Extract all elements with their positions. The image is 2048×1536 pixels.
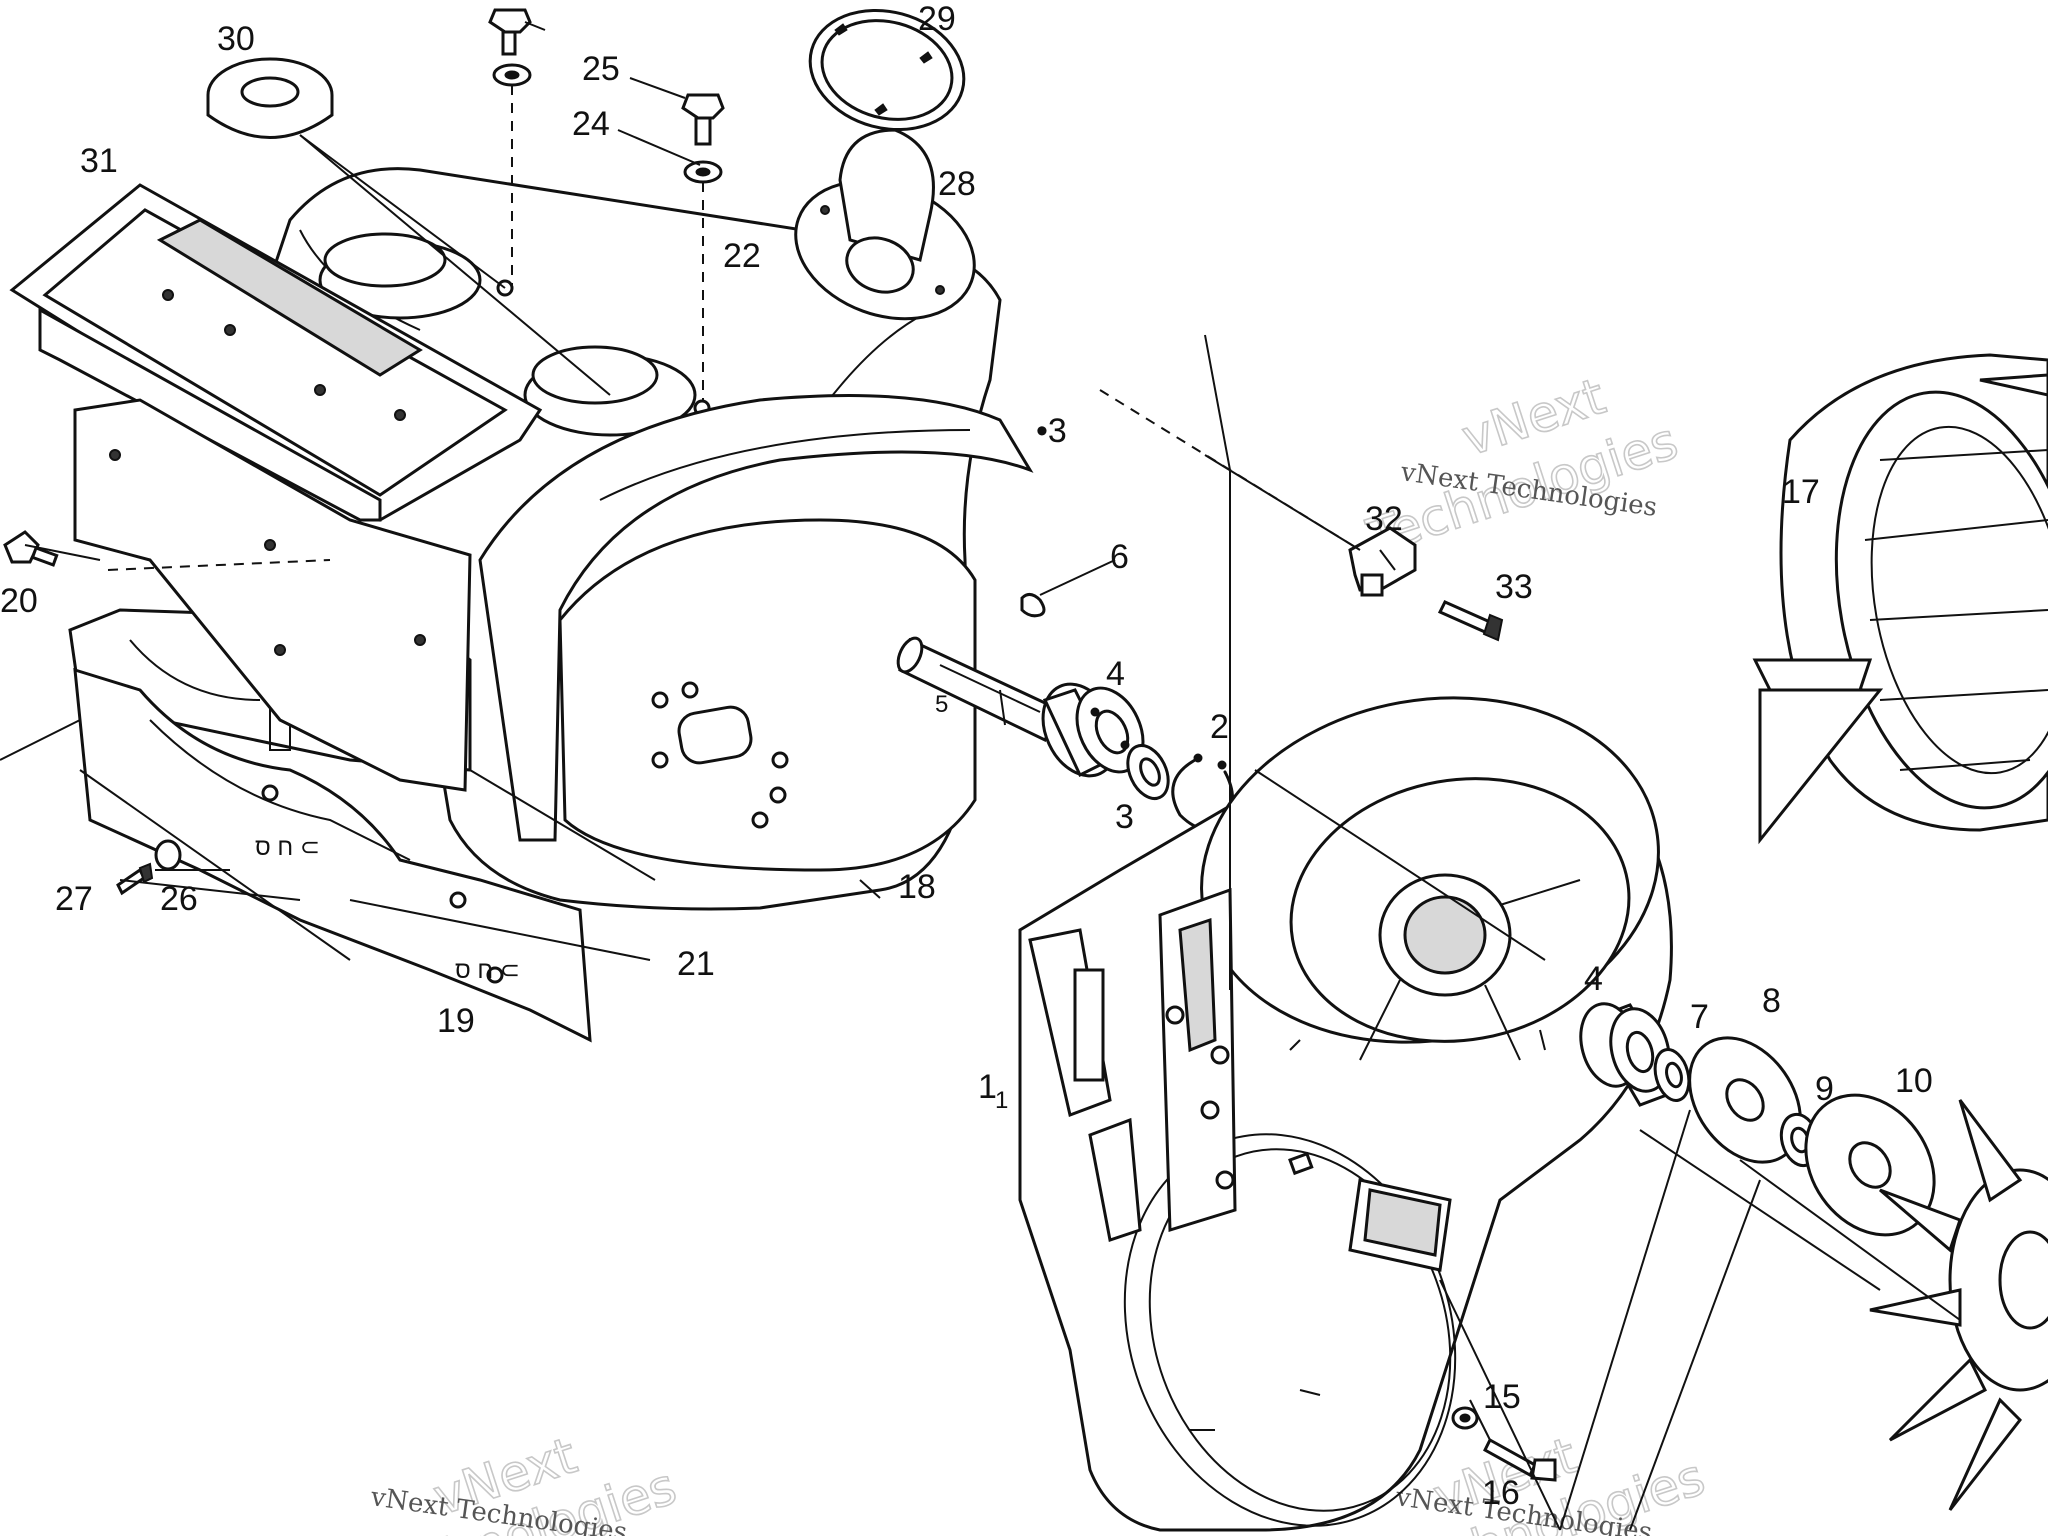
washer-15 [1451, 1406, 1479, 1430]
callout-9: 9 [1815, 1070, 1834, 1108]
grommet-30 [206, 57, 334, 139]
callout-1-sub: 1 [995, 1087, 1008, 1114]
fan-housing-1 [1018, 696, 1673, 1532]
panel-19: ח ס ⊂ ח ס ⊂ [73, 667, 592, 1043]
washer-24a [492, 63, 532, 87]
screw-33 [1437, 600, 1504, 642]
fan-housing-17 [1752, 353, 2048, 845]
washer-24 [683, 160, 723, 184]
callout-8: 8 [1762, 982, 1781, 1020]
callout-4b: 4 [1584, 960, 1603, 998]
svg-text:ח ס ⊂: ח ס ⊂ [455, 957, 520, 984]
callout-3a: 3 [1115, 798, 1134, 836]
washer-26 [154, 839, 182, 871]
seal-3 [1126, 744, 1170, 800]
shaft-5 [896, 636, 1063, 742]
callout-10: 10 [1895, 1062, 1933, 1100]
callout-1: 1 [978, 1068, 997, 1106]
callout-5: 5 [935, 691, 948, 718]
callout-15: 15 [1483, 1378, 1521, 1416]
disc-8 [1688, 1036, 1802, 1164]
callout-3b: •3 [1036, 412, 1067, 450]
callout-24: 24 [572, 105, 610, 143]
callout-31: 31 [80, 142, 118, 180]
ring-29 [808, 8, 966, 132]
callout-16: 16 [1482, 1474, 1520, 1512]
flange-28 [794, 128, 976, 321]
key-6 [1020, 593, 1046, 618]
callout-17: 17 [1782, 473, 1820, 511]
callout-28: 28 [938, 165, 976, 203]
callout-18: 18 [898, 868, 936, 906]
screw-27 [116, 862, 154, 896]
callout-21: 21 [677, 945, 715, 983]
bolt-25a [488, 8, 532, 56]
callout-22: 22 [723, 237, 761, 275]
callout-29: 29 [918, 0, 956, 38]
callout-19: 19 [437, 1002, 475, 1040]
callout-2: 2 [1210, 708, 1229, 746]
bolt-20 [3, 530, 59, 567]
svg-text:ח ס ⊂: ח ס ⊂ [255, 834, 320, 861]
callout-7: 7 [1690, 998, 1709, 1036]
callout-27: 27 [55, 880, 93, 918]
callout-32: 32 [1365, 500, 1403, 538]
callout-4a: 4 [1106, 655, 1125, 693]
fan-wheel [1869, 1099, 2048, 1511]
callout-30: 30 [217, 20, 255, 58]
callout-6: 6 [1110, 538, 1129, 576]
bearing-4a [1041, 682, 1145, 778]
bolt-16 [1483, 1437, 1557, 1482]
callout-20: 20 [0, 582, 38, 620]
bolt-25 [681, 93, 725, 146]
callout-25: 25 [582, 50, 620, 88]
seal-7 [1653, 1048, 1691, 1102]
callout-33: 33 [1495, 568, 1533, 606]
bearing-4b [1579, 1002, 1683, 1107]
cover-31 [9, 183, 543, 792]
clip-32 [1348, 526, 1417, 597]
callout-labels: 1 1 2 3 •3 4 4 5 6 7 8 9 10 15 16 17 18 … [0, 0, 1933, 1512]
callout-26: 26 [160, 880, 198, 918]
leader-lines [0, 21, 1961, 1531]
